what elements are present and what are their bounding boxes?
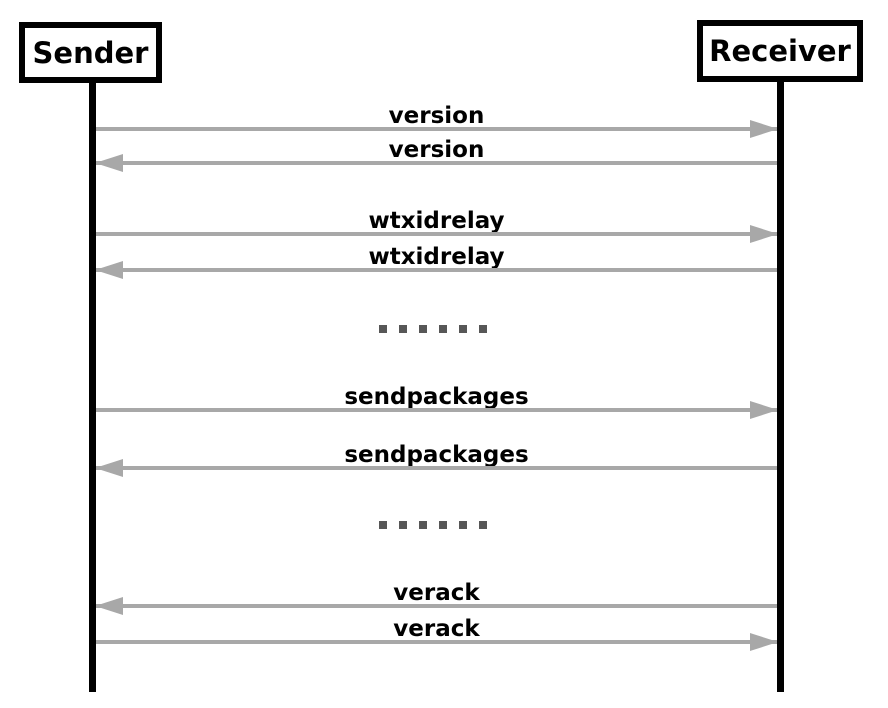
arrow-line: [96, 466, 777, 470]
actor-box-receiver: Receiver: [697, 20, 863, 82]
message-label: wtxidrelay: [368, 244, 505, 270]
arrow-head-left-icon: [95, 154, 123, 172]
message-wtxidrelay-to-sender: wtxidrelay: [95, 240, 777, 279]
dot-icon: [479, 325, 487, 333]
dot-icon: [479, 521, 487, 529]
dot-icon: [399, 325, 407, 333]
lifeline-sender: [89, 83, 96, 692]
message-version-to-sender: version: [95, 133, 777, 172]
message-version-to-receiver: version: [96, 99, 778, 138]
message-label: version: [388, 137, 485, 163]
dot-icon: [459, 325, 467, 333]
dot-icon: [379, 325, 387, 333]
arrow-head-right-icon: [750, 225, 778, 243]
arrow-line: [96, 268, 777, 272]
message-label: verack: [393, 616, 480, 642]
message-label: sendpackages: [344, 384, 529, 410]
arrow-line: [96, 408, 777, 412]
message-sendpackages-to-sender: sendpackages: [95, 438, 777, 477]
arrow-head-left-icon: [95, 597, 123, 615]
dot-icon: [439, 521, 447, 529]
dot-icon: [399, 521, 407, 529]
ellipsis-dots: [379, 521, 487, 529]
message-label: wtxidrelay: [368, 208, 505, 234]
arrow-head-right-icon: [750, 401, 778, 419]
arrow-head-left-icon: [95, 261, 123, 279]
message-sendpackages-to-receiver: sendpackages: [96, 380, 778, 419]
arrow-head-left-icon: [95, 459, 123, 477]
message-label: sendpackages: [344, 442, 529, 468]
ellipsis-dots: [379, 325, 487, 333]
lifeline-receiver: [777, 82, 784, 692]
message-verack-to-sender: verack: [95, 576, 777, 615]
message-verack-to-receiver: verack: [96, 612, 778, 651]
message-label: verack: [393, 580, 480, 606]
arrow-line: [96, 127, 777, 131]
dot-icon: [419, 521, 427, 529]
arrow-head-right-icon: [750, 120, 778, 138]
message-label: version: [388, 103, 485, 129]
dot-icon: [459, 521, 467, 529]
actor-label-sender: Sender: [32, 35, 149, 70]
arrow-line: [96, 604, 777, 608]
arrow-line: [96, 161, 777, 165]
actor-box-sender: Sender: [19, 22, 162, 83]
message-wtxidrelay-to-receiver: wtxidrelay: [96, 204, 778, 243]
arrow-head-right-icon: [750, 633, 778, 651]
arrow-line: [96, 232, 777, 236]
dot-icon: [439, 325, 447, 333]
dot-icon: [379, 521, 387, 529]
actor-label-receiver: Receiver: [709, 34, 851, 68]
dot-icon: [419, 325, 427, 333]
arrow-line: [96, 640, 777, 644]
